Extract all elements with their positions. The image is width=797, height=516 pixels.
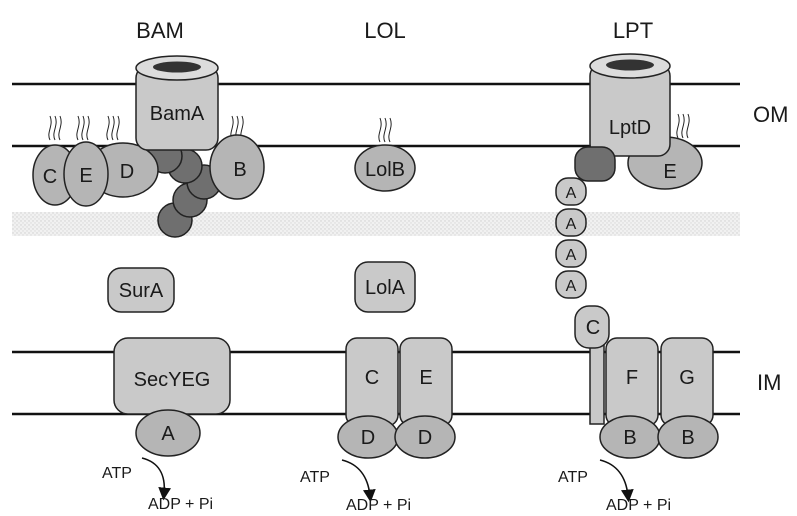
lpt-atp-label: ATP bbox=[558, 469, 588, 486]
lpta-label-3: A bbox=[566, 247, 577, 264]
lipid-anchor-d bbox=[106, 115, 120, 141]
bamb-protein bbox=[209, 134, 265, 200]
lptd-pore bbox=[606, 59, 654, 71]
lpte-label: E bbox=[663, 161, 676, 183]
lpta-label-1: A bbox=[566, 185, 577, 202]
bamb-label: B bbox=[233, 159, 246, 181]
lol-atp-label: ATP bbox=[300, 469, 330, 486]
bamd-label: D bbox=[120, 161, 134, 183]
bama-pore bbox=[153, 61, 201, 73]
lol-header: LOL bbox=[364, 18, 406, 43]
outer-membrane-label: OM bbox=[753, 102, 788, 127]
secyeg-label: SecYEG bbox=[134, 369, 211, 391]
lpt-atp-arrow bbox=[599, 459, 634, 503]
lptd-label: LptD bbox=[609, 117, 651, 139]
seca-label: A bbox=[161, 423, 175, 445]
lpta-label-2: A bbox=[566, 216, 577, 233]
lpt-adp-label: ADP + Pi bbox=[606, 497, 671, 514]
lptd-periplasmic-domain bbox=[574, 146, 616, 182]
inner-membrane-label: IM bbox=[757, 370, 781, 395]
lold-protein-2 bbox=[394, 415, 456, 459]
lpt-complex: E LptD A A A A C F G B B ATP ADP + Pi bbox=[555, 53, 719, 514]
lpta-4 bbox=[555, 270, 587, 299]
lpta-1 bbox=[555, 177, 587, 206]
lptb-protein-2 bbox=[657, 415, 719, 459]
lptc-protein bbox=[574, 305, 610, 349]
bame-label: E bbox=[79, 165, 92, 187]
lipid-anchor-c bbox=[48, 115, 62, 141]
bame-protein bbox=[63, 141, 109, 207]
seca-protein bbox=[135, 409, 201, 457]
bamc-label: C bbox=[43, 166, 57, 188]
lol-atp-arrow bbox=[341, 459, 376, 503]
lipid-anchor-e bbox=[76, 115, 90, 141]
sura-protein bbox=[107, 267, 175, 313]
lptg-label: G bbox=[679, 367, 695, 389]
bam-complex: D C E B BamA SurA SecYEG A ATP ADP + Pi bbox=[32, 55, 265, 513]
lipid-anchor-lpte bbox=[676, 113, 690, 139]
lold-label-2: D bbox=[418, 427, 432, 449]
lola-label: LolA bbox=[365, 277, 406, 299]
lipid-anchor-lolb bbox=[378, 117, 392, 143]
bam-header: BAM bbox=[136, 18, 184, 43]
lolb-label: LolB bbox=[365, 159, 405, 181]
peptidoglycan-layer bbox=[12, 212, 740, 236]
sura-label: SurA bbox=[119, 280, 164, 302]
lold-label-1: D bbox=[361, 427, 375, 449]
lolb-protein bbox=[354, 144, 416, 192]
lol-complex: LolB LolA C E D D ATP ADP + Pi bbox=[300, 117, 456, 514]
bam-atp-arrow bbox=[141, 457, 172, 501]
lptb-label-2: B bbox=[681, 427, 694, 449]
lpta-3 bbox=[555, 239, 587, 268]
lol-adp-label: ADP + Pi bbox=[346, 497, 411, 514]
lpta-2 bbox=[555, 208, 587, 237]
lpt-header: LPT bbox=[613, 18, 653, 43]
lpta-label-4: A bbox=[566, 278, 577, 295]
lptc-transmembrane-helix bbox=[589, 335, 605, 425]
lptf-label: F bbox=[626, 367, 638, 389]
lptb-label-1: B bbox=[623, 427, 636, 449]
bama-label: BamA bbox=[150, 103, 205, 125]
bam-atp-label: ATP bbox=[102, 465, 132, 482]
lptc-label: C bbox=[586, 317, 600, 339]
bam-adp-label: ADP + Pi bbox=[148, 496, 213, 513]
lole-label: E bbox=[419, 367, 432, 389]
lolc-label: C bbox=[365, 367, 379, 389]
lola-protein bbox=[354, 261, 416, 313]
